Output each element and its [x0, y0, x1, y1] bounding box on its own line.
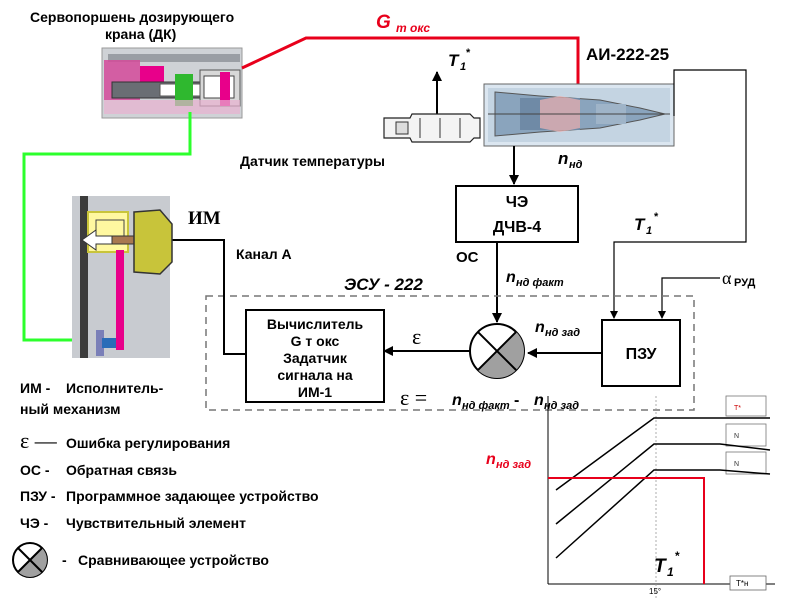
- im-label: ИМ: [188, 208, 221, 229]
- svg-text:нд факт: нд факт: [462, 400, 510, 412]
- svg-text:нд зад: нд зад: [496, 459, 531, 471]
- calc-line2: G т окс: [291, 333, 340, 349]
- svg-text:нд зад: нд зад: [545, 327, 580, 339]
- svg-text:G: G: [376, 12, 391, 33]
- svg-text:1: 1: [460, 61, 466, 73]
- channel-a-label: Канал А: [236, 246, 292, 262]
- pzu-block: [601, 319, 681, 387]
- dchv4-label: ДЧВ-4: [493, 219, 541, 236]
- n-fact-label: n нд факт: [506, 269, 564, 289]
- servo-piston-image: [101, 47, 243, 119]
- channel-a-line: [166, 239, 246, 355]
- svg-text:T: T: [654, 556, 667, 577]
- green-link-line: [22, 112, 192, 342]
- graph-x-tick: 15°: [649, 587, 661, 596]
- calc-line4: сигнала на: [277, 367, 352, 383]
- legend-text-che: Чувствительный элемент: [66, 515, 246, 531]
- svg-text:T: T: [634, 215, 646, 234]
- che-label: ЧЭ: [506, 194, 529, 211]
- schedule-graph: T* N N 15° T*н: [547, 395, 775, 598]
- legend-key-im: ИМ -: [20, 380, 51, 396]
- epsilon-label: ε: [412, 324, 421, 349]
- svg-text:n: n: [534, 392, 544, 409]
- legend-key-cmp: -: [62, 552, 67, 568]
- legend: ИМ - Исполнитель- ный механизм ε — Ошибк…: [12, 380, 319, 578]
- svg-text:1: 1: [646, 225, 652, 237]
- svg-text:РУД: РУД: [734, 277, 755, 289]
- svg-text:n: n: [535, 319, 545, 336]
- svg-text:n: n: [486, 451, 496, 468]
- svg-text:*: *: [654, 211, 659, 223]
- alpha-rud-label: α РУД: [722, 268, 755, 289]
- svg-text:*: *: [675, 549, 680, 563]
- t1-top-label: T 1 *: [448, 47, 471, 73]
- temp-sensor-label: Датчик температуры: [240, 153, 385, 169]
- svg-text:-: -: [514, 392, 519, 409]
- comparator-symbol: [469, 323, 525, 379]
- legend-text-os: Обратная связь: [66, 462, 177, 478]
- t1-feed-line: [610, 69, 747, 319]
- svg-text:нд зад: нд зад: [544, 400, 579, 412]
- svg-text:нд факт: нд факт: [516, 277, 564, 289]
- graph-x-axis-label: T*н: [736, 579, 748, 588]
- legend-key-os: ОС -: [20, 462, 50, 478]
- calculator-block: [245, 309, 385, 403]
- calc-line5: ИМ-1: [298, 384, 332, 400]
- epsilon-equation: ε = n нд факт - n нд зад: [400, 385, 579, 412]
- svg-text:т окс: т окс: [396, 21, 430, 35]
- che-dchv4-block: [455, 185, 579, 243]
- legend-key-eps: ε —: [20, 428, 58, 453]
- svg-text:нд: нд: [569, 159, 583, 171]
- legend-key-pzu: ПЗУ -: [20, 488, 56, 504]
- os-label: ОС: [456, 249, 479, 266]
- actuator-image: [72, 196, 173, 358]
- servo-title-line1: Сервопоршень дозирующего: [30, 9, 234, 25]
- g-fuel-label: G т окс: [376, 12, 430, 35]
- legend-comparator-icon: [12, 542, 48, 578]
- calc-line3: Задатчик: [283, 350, 348, 366]
- graph-legend-n2: N: [734, 461, 739, 468]
- t1-right-label: T 1 *: [634, 211, 659, 237]
- alpha-rud-line: [658, 277, 720, 319]
- svg-text:n: n: [506, 269, 516, 286]
- legend-text-cmp: Сравнивающее устройство: [78, 552, 269, 568]
- esu-222-boundary: [205, 295, 695, 411]
- esu-label: ЭСУ - 222: [344, 275, 423, 294]
- legend-key-che: ЧЭ -: [20, 515, 49, 531]
- temperature-sensor-image: [383, 113, 481, 143]
- graph-legend-t1: T*: [734, 405, 741, 412]
- graph-legend-n1: N: [734, 433, 739, 440]
- legend-text-eps: Ошибка регулирования: [66, 435, 230, 451]
- calc-line1: Вычислитель: [267, 316, 364, 332]
- svg-text:n: n: [558, 149, 568, 168]
- svg-text:n: n: [452, 392, 462, 409]
- fuel-flow-line: [241, 36, 584, 106]
- legend-text-pzu: Программное задающее устройство: [66, 488, 319, 504]
- legend-text-im: Исполнитель-: [66, 380, 164, 396]
- graph-t1-label: T 1 *: [654, 549, 680, 579]
- pzu-label: ПЗУ: [626, 346, 658, 363]
- engine-image: [483, 83, 675, 147]
- svg-text:1: 1: [667, 565, 674, 579]
- legend-text-im-2: ный механизм: [20, 401, 120, 417]
- svg-text:α: α: [722, 268, 732, 288]
- n-zad-label: n нд зад: [535, 319, 580, 339]
- engine-label: АИ-222-25: [586, 45, 669, 64]
- graph-n-zad-label: n нд зад: [486, 451, 531, 471]
- svg-text:*: *: [466, 47, 471, 59]
- servo-title-line2: крана (ДК): [105, 26, 176, 42]
- svg-text:ε =: ε =: [400, 385, 427, 410]
- svg-text:T: T: [448, 51, 460, 70]
- n-nd-label: n нд: [558, 149, 583, 171]
